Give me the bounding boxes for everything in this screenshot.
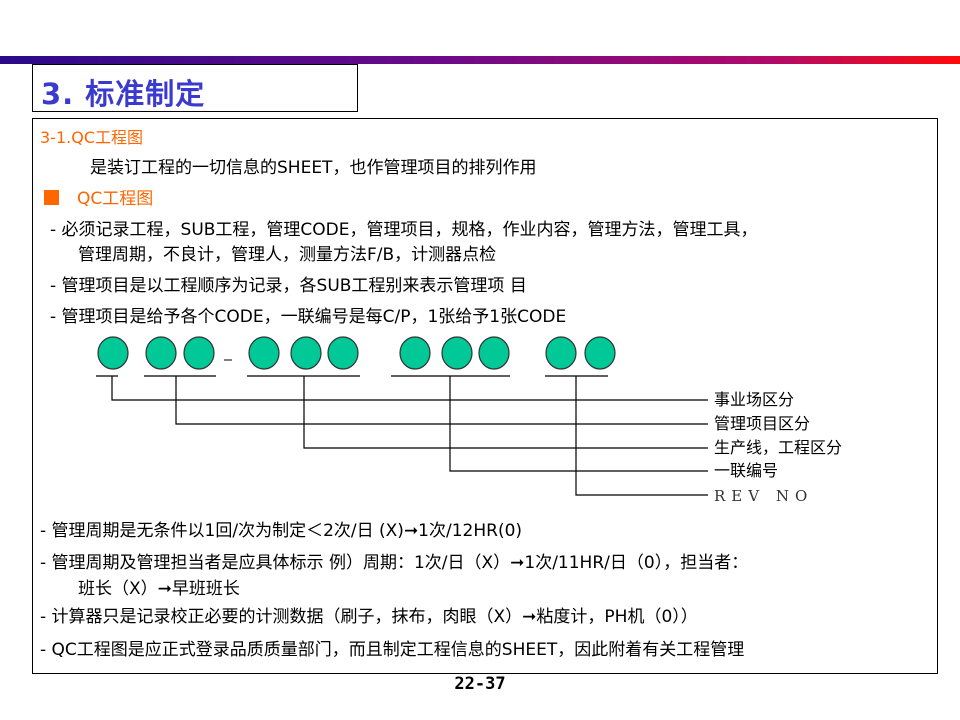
- bullet-heading-row: QC工程图: [44, 188, 153, 210]
- content-box: [32, 118, 938, 674]
- circle-icon: [584, 336, 616, 370]
- circle-icon: [399, 336, 431, 370]
- title-box: 3. 标准制定: [32, 64, 358, 112]
- diagram-label: 事业场区分: [714, 390, 795, 409]
- circle-icon: [248, 336, 280, 370]
- circle-icon: [327, 336, 359, 370]
- diagram-label: 生产线，工程区分: [714, 438, 843, 457]
- section-intro: 是装订工程的一切信息的SHEET，也作管理项目的排列作用: [90, 158, 537, 178]
- diagram-label: 管理项目区分: [714, 414, 811, 433]
- circle-icon: [478, 336, 510, 370]
- list-item: - 管理周期及管理担当者是应具体标示 例）周期：1次/日（X）➞1次/11HR/…: [40, 553, 749, 573]
- header-gradient-bar: [0, 56, 960, 64]
- circle-icon: [145, 336, 177, 370]
- list-item: - 管理项目是给予各个CODE，一联编号是每C/P，1张给予1张CODE: [50, 307, 567, 327]
- diagram-label: REV NO: [714, 487, 814, 505]
- list-item: - QC工程图是应正式登录品质质量部门，而且制定工程信息的SHEET，因此附着有…: [40, 640, 745, 660]
- code-circles: [97, 336, 616, 370]
- bullet-heading: QC工程图: [77, 189, 154, 209]
- list-item-continuation: 班长（X）➞早班班长: [78, 579, 240, 599]
- connector-lines: [96, 375, 708, 496]
- circle-icon: [97, 336, 129, 370]
- circle-icon: [290, 336, 322, 370]
- list-item: - 必须记录工程，SUB工程，管理CODE，管理项目，规格，作业内容，管理方法，…: [50, 220, 758, 240]
- circle-icon: [183, 336, 215, 370]
- list-item: - 计算器只是记录校正必要的计测数据（刷子，抹布，肉眼（X）➞粘度计，PH机（0…: [40, 607, 698, 627]
- section-heading: 3-1.QC工程图: [40, 128, 143, 147]
- list-item: - 管理周期是无条件以1回/次为制定＜2次/日 (X)➞1次/12HR(0): [40, 521, 523, 541]
- circle-icon: [441, 336, 473, 370]
- orange-square-bullet-icon: [44, 190, 59, 205]
- list-item-continuation: 管理周期，不良计，管理人，测量方法F/B，计测器点检: [78, 245, 497, 265]
- diagram-label: 一联编号: [714, 461, 779, 480]
- circle-icon: [545, 336, 577, 370]
- page-title: 3. 标准制定: [41, 77, 206, 111]
- list-item: - 管理项目是以工程顺序为记录，各SUB工程别来表示管理项 目: [50, 276, 527, 296]
- page-number: 22-37: [454, 674, 506, 694]
